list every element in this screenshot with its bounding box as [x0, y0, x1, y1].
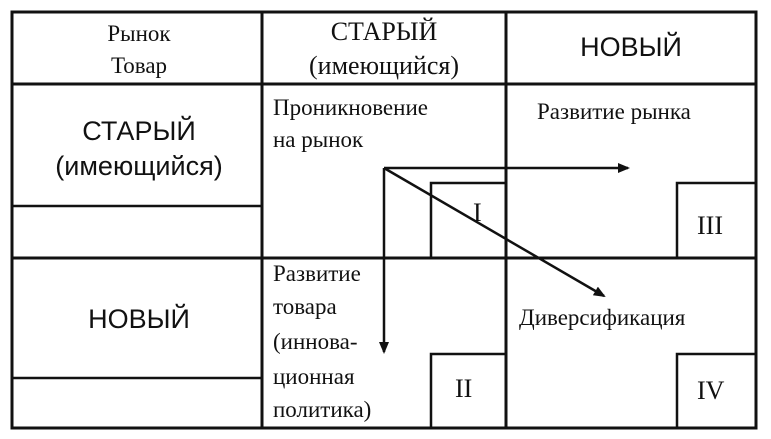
- corner-product-label: Товар: [110, 53, 168, 78]
- quadrant-1-title-line1: Проникновение: [273, 95, 428, 120]
- column-header-old-line2: (имеющийся): [309, 51, 459, 80]
- quadrant-4-numeral: IV: [697, 376, 725, 405]
- quadrant-3-title: Развитие рынка: [537, 99, 691, 124]
- quadrant-1-number-box: [429, 181, 506, 258]
- quadrant-2-title-line4: ционная: [273, 364, 355, 389]
- quadrant-3-number-box: [675, 181, 756, 258]
- quadrant-2-title-line3: (иннова-: [273, 329, 358, 354]
- quadrant-2-number-box: [429, 352, 506, 428]
- column-header-new: НОВЫЙ: [580, 32, 682, 62]
- quadrant-1-title-line2: на рынок: [273, 127, 364, 152]
- quadrant-3-numeral: III: [697, 211, 723, 240]
- arrow-to-diversification: [383, 166, 606, 298]
- quadrant-2-title-line1: Развитие: [273, 261, 361, 286]
- quadrant-4-title: Диверсификация: [519, 305, 686, 330]
- row-header-new: НОВЫЙ: [88, 304, 190, 334]
- row-header-old-line1: СТАРЫЙ: [82, 116, 196, 146]
- matrix-frame: [10, 10, 758, 430]
- quadrant-2-title-line5: политика): [273, 397, 372, 422]
- quadrant-2-title-line2: товара: [273, 294, 337, 319]
- row-header-old-line2: (имеющийся): [55, 151, 223, 181]
- column-header-old-line1: СТАРЫЙ: [330, 17, 438, 46]
- quadrant-2-numeral: II: [455, 374, 473, 403]
- quadrant-4-number-box: [675, 352, 756, 428]
- corner-market-label: Рынок: [107, 21, 171, 46]
- quadrant-1-numeral: I: [473, 198, 482, 227]
